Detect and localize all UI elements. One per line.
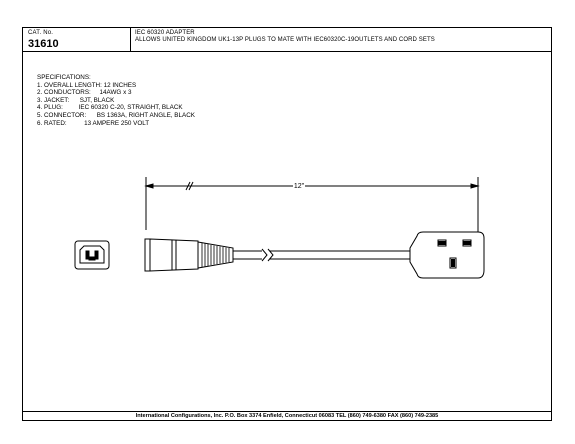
spec-item: 3. JACKET: SJT, BLACK — [37, 96, 115, 104]
spec-item: 2. CONDUCTORS: 14AWG x 3 — [37, 89, 132, 97]
specifications-block: SPECIFICATIONS:1. OVERALL LENGTH: 12 INC… — [37, 74, 195, 127]
product-description: ALLOWS UNITED KINGDOM UK1-13P PLUGS TO M… — [135, 37, 435, 43]
length-dimension-label: 12" — [294, 183, 305, 190]
catalog-label: CAT. No. — [28, 30, 54, 36]
iec-c20-face-icon — [74, 240, 110, 270]
iec-c20-plug-icon — [144, 238, 262, 272]
spec-item: 6. RATED: 13 AMPERE 250 VOLT — [37, 119, 150, 127]
spec-item: 1. OVERALL LENGTH: 12 INCHES — [37, 81, 137, 89]
specifications-heading: SPECIFICATIONS: — [37, 74, 91, 81]
catalog-number: 31610 — [28, 38, 59, 50]
company-footer: International Configurations, Inc. P.O. … — [23, 411, 551, 420]
cable-segment — [261, 248, 410, 262]
catalog-cell: CAT. No. 31610 — [23, 28, 131, 51]
drawing-sheet: CAT. No. 31610 IEC 60320 ADAPTER ALLOWS … — [22, 27, 552, 421]
dimension-line — [144, 177, 480, 232]
spec-item: 5. CONNECTOR: BS 1363A, RIGHT ANGLE, BLA… — [37, 111, 195, 119]
uk-bs1363-connector-icon — [409, 231, 485, 279]
title-block: CAT. No. 31610 IEC 60320 ADAPTER ALLOWS … — [23, 28, 551, 52]
product-title: IEC 60320 ADAPTER — [135, 30, 195, 36]
spec-item: 4. PLUG: IEC 60320 C-20, STRAIGHT, BLACK — [37, 104, 183, 112]
